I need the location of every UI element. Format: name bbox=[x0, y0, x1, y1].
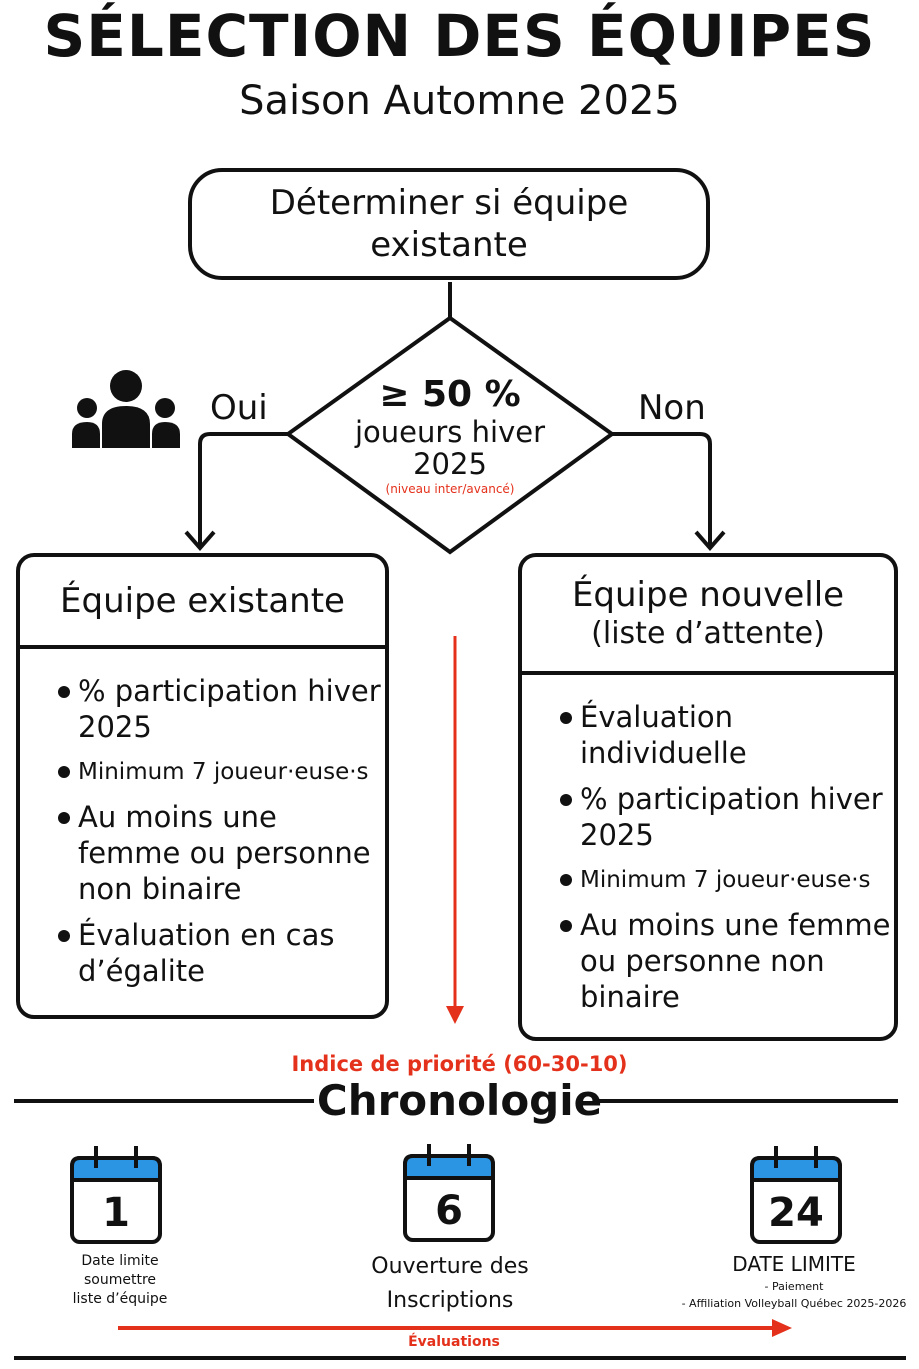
priority-index-label: Indice de priorité (60-30-10) bbox=[291, 1052, 628, 1076]
new-team-item: % participation hiver 2025 bbox=[522, 781, 894, 853]
new-team-header: Équipe nouvelle (liste d’attente) bbox=[522, 557, 894, 675]
event-caption-line: Date limite bbox=[81, 1253, 159, 1269]
decision-threshold: ≥ 50 % bbox=[379, 374, 521, 415]
evaluations-label: Évaluations bbox=[408, 1334, 500, 1350]
existing-team-card: Équipe existante % participation hiver 2… bbox=[16, 553, 389, 1019]
existing-team-title: Équipe existante bbox=[60, 581, 345, 621]
start-box: Déterminer si équipe existante bbox=[188, 168, 710, 280]
no-connector bbox=[612, 432, 712, 546]
calendar-icon-day-24: 24 bbox=[750, 1144, 842, 1244]
new-team-item: Évaluation individuelle bbox=[522, 699, 894, 771]
existing-team-item: Minimum 7 joueur·euse·s bbox=[20, 755, 385, 789]
existing-team-item: Au moins une femme ou personne non binai… bbox=[20, 799, 385, 907]
team-group-icon bbox=[72, 370, 180, 448]
calendar-day: 6 bbox=[435, 1188, 463, 1234]
calendar-icon bbox=[403, 1144, 495, 1242]
evaluations-arrowhead bbox=[772, 1319, 792, 1337]
start-box-label: Déterminer si équipe existante bbox=[269, 183, 629, 265]
new-team-title: Équipe nouvelle bbox=[571, 575, 845, 615]
calendar-icon-day-1: 1 bbox=[70, 1144, 162, 1244]
yes-connector bbox=[198, 432, 288, 546]
calendar-icon-day-6: 6 bbox=[403, 1142, 495, 1242]
page-title: SÉLECTION DES ÉQUIPES bbox=[43, 2, 876, 70]
new-team-list: Évaluation individuelle % participation … bbox=[522, 699, 894, 1015]
event-caption-1: Date limite soumettre liste d’équipe bbox=[50, 1252, 190, 1309]
no-label: Non bbox=[638, 388, 706, 428]
calendar-icon bbox=[750, 1146, 842, 1244]
existing-team-item: Évaluation en cas d’égalite bbox=[20, 917, 385, 989]
calendar-day: 24 bbox=[768, 1190, 824, 1236]
event-caption-line: soumettre bbox=[83, 1272, 157, 1288]
event-caption-line: - Paiement bbox=[764, 1280, 824, 1293]
existing-team-header: Équipe existante bbox=[20, 557, 385, 649]
decision-line-3: 2025 bbox=[413, 447, 487, 481]
event-caption-24: DATE LIMITE - Paiement - Affiliation Vol… bbox=[670, 1250, 918, 1312]
yes-label: Oui bbox=[210, 388, 268, 428]
new-team-item: Minimum 7 joueur·euse·s bbox=[522, 863, 894, 897]
event-caption-title: DATE LIMITE bbox=[732, 1252, 856, 1276]
priority-arrowhead bbox=[446, 1006, 464, 1024]
event-caption-line: Ouverture des bbox=[371, 1254, 529, 1279]
calendar-day: 1 bbox=[102, 1190, 130, 1236]
calendar-icon bbox=[70, 1146, 162, 1244]
timeline-title: Chronologie bbox=[316, 1076, 603, 1125]
new-team-subtitle: (liste d’attente) bbox=[591, 616, 825, 651]
yes-arrowhead bbox=[184, 530, 216, 552]
event-caption-6: Ouverture des Inscriptions bbox=[340, 1250, 560, 1318]
event-caption-line: liste d’équipe bbox=[72, 1291, 168, 1307]
event-caption-line: Inscriptions bbox=[386, 1288, 514, 1313]
page-subtitle: Saison Automne 2025 bbox=[239, 78, 680, 124]
decision-note: (niveau inter/avancé) bbox=[385, 482, 515, 496]
no-arrowhead bbox=[694, 530, 726, 552]
decision-line-2: joueurs hiver bbox=[354, 415, 545, 449]
existing-team-item: % participation hiver 2025 bbox=[20, 673, 385, 745]
new-team-item: Au moins une femme ou personne non binai… bbox=[522, 907, 894, 1015]
new-team-card: Équipe nouvelle (liste d’attente) Évalua… bbox=[518, 553, 898, 1041]
event-caption-line: - Affiliation Volleyball Québec 2025-202… bbox=[681, 1297, 907, 1310]
decision-diamond bbox=[284, 315, 616, 555]
existing-team-list: % participation hiver 2025 Minimum 7 jou… bbox=[20, 673, 385, 989]
